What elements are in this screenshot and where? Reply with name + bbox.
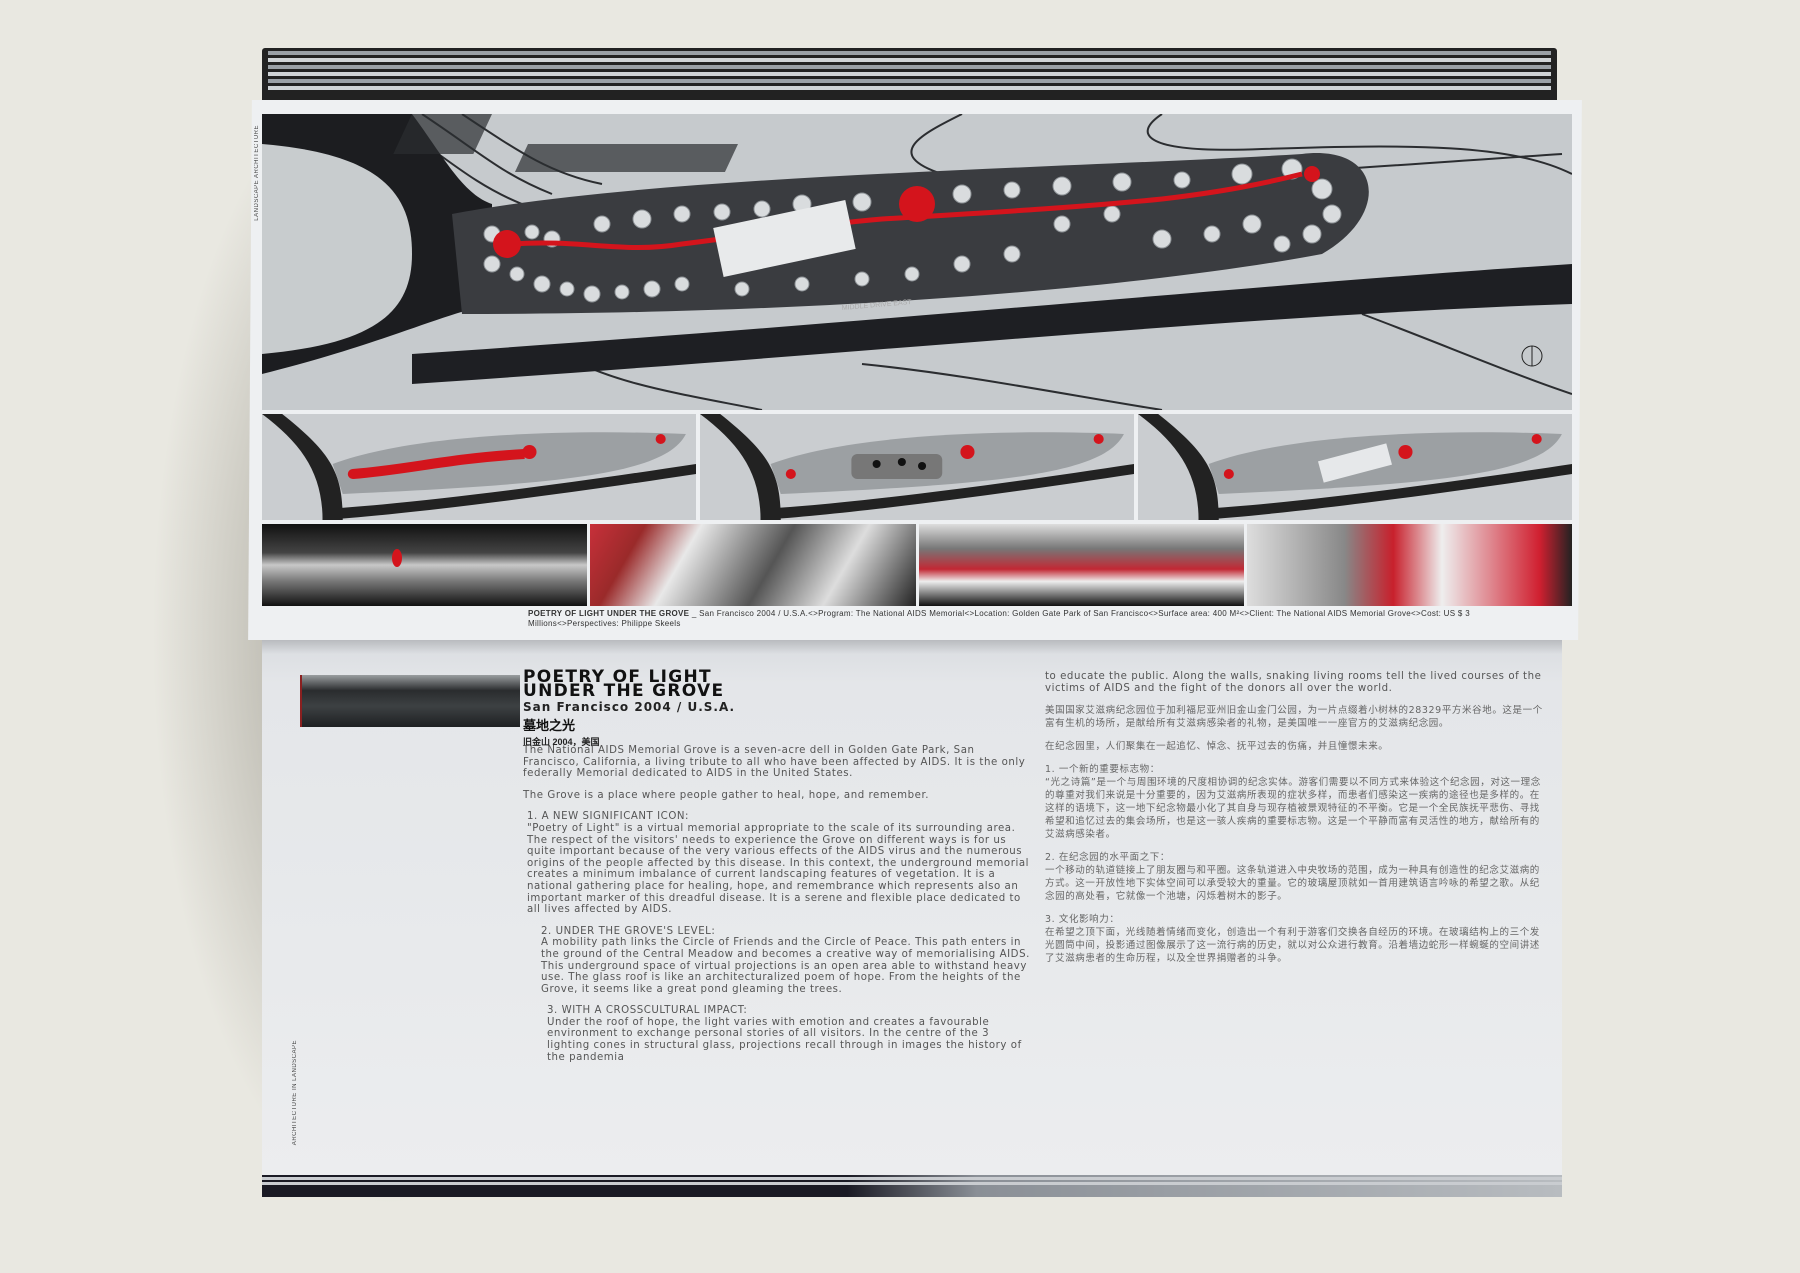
intro-paragraph: The National AIDS Memorial Grove is a se… bbox=[523, 745, 1026, 780]
article-title-line-2: UNDER THE GROVE bbox=[523, 681, 725, 701]
site-plan: MIDDLE DRIVE EAST bbox=[262, 114, 1572, 410]
diagram-panel-1 bbox=[262, 414, 696, 520]
figure-caption: POETRY OF LIGHT UNDER THE GROVE _ San Fr… bbox=[528, 609, 1528, 629]
article-subtitle-chinese: 旧金山 2004，美国 bbox=[523, 737, 600, 747]
intro-paragraph-2: The Grove is a place where people gather… bbox=[523, 789, 930, 801]
chinese-section-3-body: 在希望之顶下面，光线随着情绪而变化，创造出一个有利于游客们交换各自经历的环境。在… bbox=[1045, 927, 1540, 965]
chinese-intro: 美国国家艾滋病纪念园位于加利福尼亚州旧金山金门公园，为一片点缀着小树林的2832… bbox=[1045, 705, 1543, 730]
spine-label-bottom: ARCHITECTURE IN LANDSCAPE bbox=[292, 1040, 298, 1146]
chinese-section-2-body: 一个移动的轨道链接上了朋友圈与和平圈。这条轨道进入中央牧场的范围，成为一种具有创… bbox=[1045, 865, 1540, 903]
article-subtitle: San Francisco 2004 / U.S.A. bbox=[523, 700, 736, 714]
section-2-heading: 2. UNDER THE GROVE'S LEVEL: bbox=[541, 925, 716, 937]
chinese-section-3-heading: 3. 文化影响力： bbox=[1045, 914, 1120, 926]
section-1-body: "Poetry of Light" is a virtual memorial … bbox=[527, 822, 1030, 916]
chinese-section-1-body: “光之诗篇”是一个与周围环境的尺度相协调的纪念实体。游客们需要以不同方式来体验这… bbox=[1045, 777, 1541, 841]
section-2: 2. UNDER THE GROVE'S LEVEL: A mobility p… bbox=[523, 926, 1033, 996]
section-1-heading: 1. A NEW SIGNIFICANT ICON: bbox=[527, 811, 690, 823]
section-3-heading: 3. WITH A CROSSCULTURAL IMPACT: bbox=[547, 1005, 748, 1017]
spine-label-top: LANDSCAPE ARCHITECTURE bbox=[254, 125, 260, 221]
right-text-column: to educate the public. Along the walls, … bbox=[1045, 671, 1545, 975]
chinese-section-2-heading: 2. 在纪念园的水平面之下： bbox=[1045, 852, 1170, 864]
rendering-2 bbox=[590, 524, 916, 606]
section-2-body: A mobility path links the Circle of Frie… bbox=[541, 937, 1030, 995]
book-page-edges-bottom bbox=[262, 1175, 1562, 1197]
chinese-section-3: 3. 文化影响力： 在希望之顶下面，光线随着情绪而变化，创造出一个有利于游客们交… bbox=[1045, 913, 1545, 965]
chinese-section-2: 2. 在纪念园的水平面之下： 一个移动的轨道链接上了朋友圈与和平圈。这条轨道进入… bbox=[1045, 851, 1545, 903]
rendering-1 bbox=[262, 524, 588, 606]
article-title-chinese: 墓地之光 bbox=[523, 718, 576, 733]
rendering-4 bbox=[1246, 524, 1572, 606]
continuation-paragraph: to educate the public. Along the walls, … bbox=[1045, 671, 1542, 694]
caption-title: POETRY OF LIGHT UNDER THE GROVE bbox=[528, 609, 690, 618]
caption-details: _ San Francisco 2004 / U.S.A.<>Program: … bbox=[528, 609, 1470, 628]
chinese-intro-2: 在纪念园里，人们聚集在一起追忆、悼念、抚平过去的伤痛，并且憧憬未来。 bbox=[1045, 741, 1389, 753]
chinese-section-1-heading: 1. 一个新的重要标志物： bbox=[1045, 764, 1160, 776]
thumbnail-photo bbox=[300, 675, 520, 727]
section-3: 3. WITH A CROSSCULTURAL IMPACT: Under th… bbox=[523, 1005, 1033, 1063]
diagram-panel-2 bbox=[700, 414, 1134, 520]
article-title-line-1: POETRY OF LIGHT bbox=[523, 667, 712, 687]
book-page-edges-top bbox=[262, 48, 1557, 104]
section-3-body: Under the roof of hope, the light varies… bbox=[547, 1016, 1022, 1063]
bottom-page bbox=[262, 640, 1562, 1180]
diagram-panel-3 bbox=[1138, 414, 1572, 520]
chinese-section-1: 1. 一个新的重要标志物： “光之诗篇”是一个与周围环境的尺度相协调的纪念实体。… bbox=[1045, 763, 1545, 841]
english-text-column: The National AIDS Memorial Grove is a se… bbox=[523, 745, 1033, 1073]
gutter-shadow bbox=[262, 640, 1562, 654]
diagram-panels bbox=[262, 414, 1572, 520]
section-1: 1. A NEW SIGNIFICANT ICON: "Poetry of Li… bbox=[523, 811, 1033, 915]
rendering-strip bbox=[262, 524, 1572, 606]
site-plan-drawing: MIDDLE DRIVE EAST bbox=[262, 114, 1572, 410]
rendering-3 bbox=[918, 524, 1244, 606]
article-header: POETRY OF LIGHT UNDER THE GROVE San Fran… bbox=[523, 667, 736, 748]
